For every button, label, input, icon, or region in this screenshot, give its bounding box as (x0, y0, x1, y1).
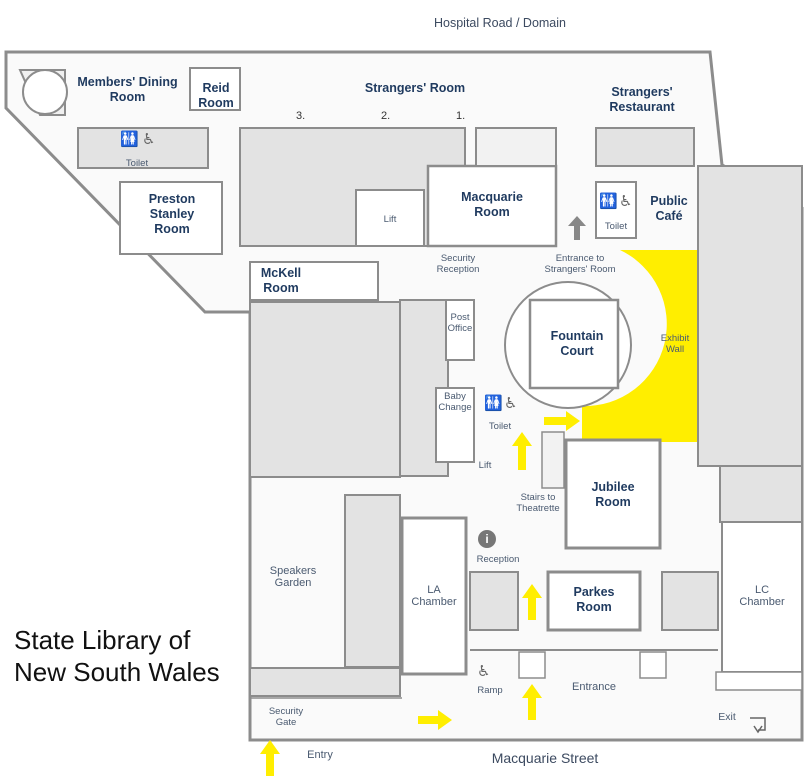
exhibit-wall-highlight (582, 250, 697, 442)
lift-label: Lift (383, 214, 397, 225)
arrow-icon (750, 717, 766, 734)
dining-round (22, 69, 68, 115)
lc-chamber-label: LC Chamber (739, 584, 785, 608)
wheelchair-icon: ♿ (142, 131, 156, 148)
macquarie-room-label: Macquarie Room (461, 190, 523, 219)
toilet-icon: 🚻 (599, 193, 618, 210)
steps-right (639, 651, 667, 679)
street-bottom: Macquarie Street (491, 750, 599, 766)
steps-left (518, 651, 546, 679)
grey-block-right-mid (719, 465, 803, 523)
lift-box (355, 189, 425, 247)
post-office-box (445, 299, 475, 361)
grey-block-left-top (249, 301, 401, 478)
information-icon: i (478, 530, 496, 548)
entrance-label: Entrance (571, 681, 617, 693)
parkes-room-label: Parkes Room (573, 585, 615, 614)
fountain-court-label: Fountain Court (550, 329, 604, 358)
parkes-room-box (546, 570, 642, 632)
reid-room-box (189, 67, 241, 111)
garden-inner-block (344, 494, 401, 668)
toilet-block-left (77, 127, 209, 169)
wheelchair-icon: ♿ (619, 193, 633, 210)
entrance-strangers-label: Entrance to Strangers' Room (544, 253, 616, 275)
entry-label: Entry (307, 749, 333, 761)
toilet-label: Toilet (125, 158, 149, 169)
toilet-label: Toilet (604, 221, 628, 232)
stairs-theatrette-label: Stairs to Theatrette (516, 492, 560, 514)
jubilee-room-label: Jubilee Room (591, 480, 635, 509)
public-cafe-label: Public Café (650, 194, 688, 223)
seating-number: 3. (296, 110, 306, 122)
toilet-label: Toilet (488, 421, 512, 432)
security-reception-label: Security Reception (436, 253, 480, 275)
wheelchair-icon: ♿ (477, 663, 491, 680)
seating-number: 2. (381, 110, 391, 122)
grey-block-parkes-right (661, 571, 719, 631)
toilet-icon: 🚻 (120, 131, 139, 148)
cafe-toilet-box (595, 181, 637, 239)
reid-room-label: Reid Room (198, 81, 234, 110)
jubilee-room-box (564, 438, 662, 550)
grey-block-b (475, 127, 557, 167)
lift-label: Lift (478, 460, 492, 471)
security-gate-label: Security Gate (268, 706, 304, 728)
arrow-icon (568, 216, 586, 240)
post-office-label: Post Office (447, 312, 473, 334)
grey-block-right-top (697, 165, 803, 467)
street-top: Hospital Road / Domain (433, 16, 566, 30)
baby-change-label: Baby Change (438, 391, 472, 413)
strangers-room-label: Strangers' Room (364, 81, 466, 95)
exhibit-wall-label: Exhibit Wall (660, 333, 690, 355)
speakers-garden-label: Speakers Garden (269, 565, 317, 589)
members-dining-room-label: Members' Dining Room (77, 75, 178, 104)
la-chamber-box (400, 516, 468, 676)
reception-label: Reception (476, 554, 520, 565)
preston-stanley-room-label: Preston Stanley Room (148, 192, 196, 236)
mckell-room-label: McKell Room (260, 266, 302, 295)
grey-block-left-bottom (249, 667, 401, 697)
library-title: State Library of New South Wales (14, 625, 220, 687)
la-chamber-label: LA Chamber (411, 584, 457, 608)
seating-number: 1. (456, 110, 466, 122)
exit-label: Exit (718, 711, 736, 723)
ramp-label: Ramp (477, 685, 503, 696)
arrow-icon (260, 411, 580, 776)
strangers-restaurant-label: Strangers' Restaurant (609, 85, 675, 114)
mckell-room-box (249, 261, 379, 301)
stairs-box (541, 431, 565, 489)
fountain-court-square (528, 298, 620, 390)
wheelchair-icon: ♿ (504, 395, 518, 412)
steps-lc (715, 671, 803, 691)
grey-block-c (595, 127, 695, 167)
preston-stanley-room-box (119, 181, 223, 255)
grey-block-parkes-left (469, 571, 519, 631)
toilet-icon: 🚻 (484, 395, 503, 412)
baby-change-box (435, 387, 475, 463)
